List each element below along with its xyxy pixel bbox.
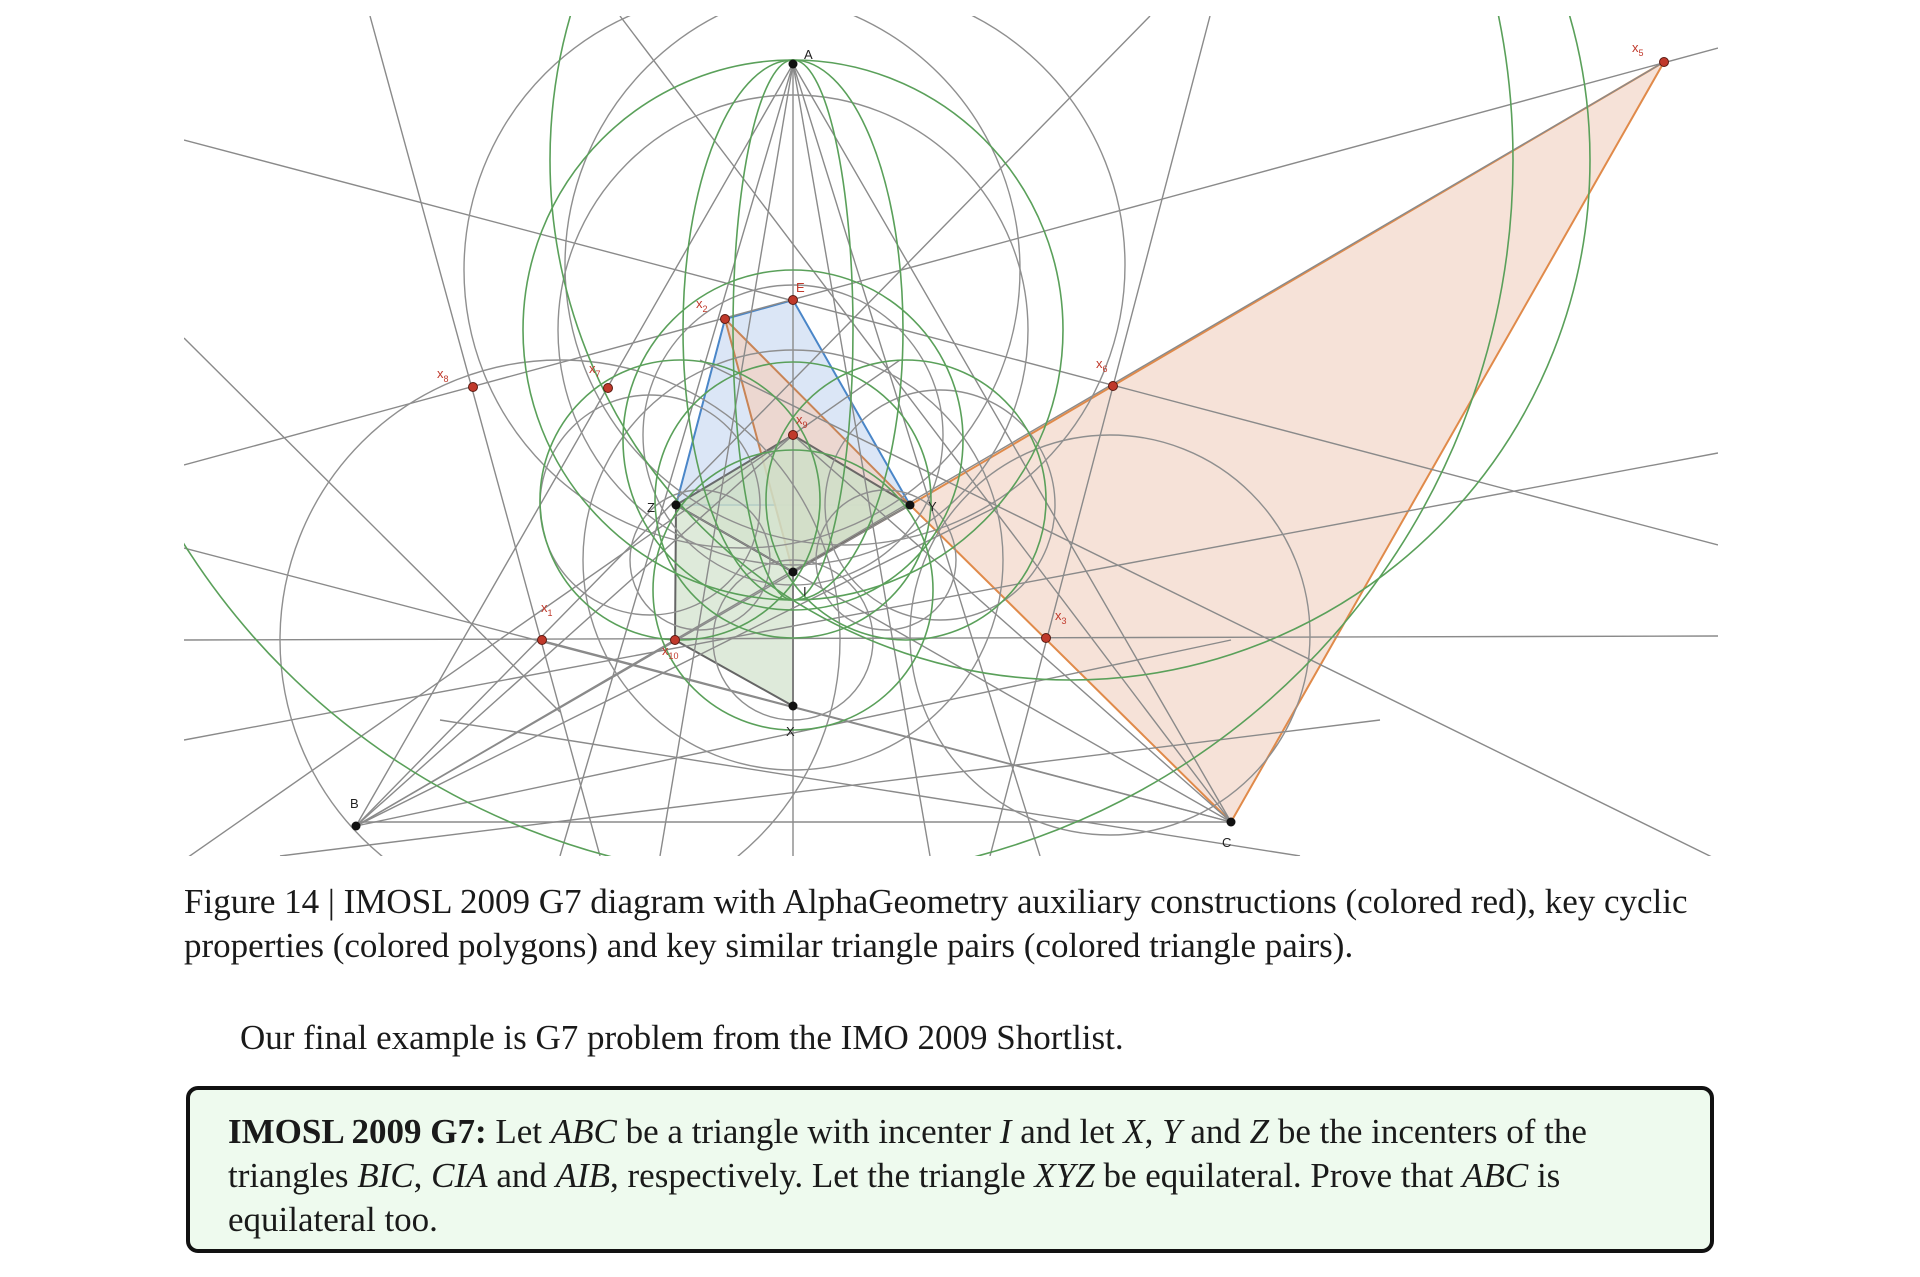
intro-paragraph: Our final example is G7 problem from the… [240,1018,1124,1057]
problem-text: , [1144,1112,1163,1151]
problem-text: be equilateral. Prove that [1094,1156,1463,1195]
math-BIC: BIC [357,1156,414,1195]
gray-circles [279,16,1311,856]
label-E: E [796,280,805,295]
math-ABC: ABC [1462,1156,1529,1195]
point-E [788,295,798,305]
point-C [1226,817,1236,827]
math-AIB: AIB [555,1156,611,1195]
label-B: B [350,796,359,811]
label-x9: x9 [796,412,808,430]
problem-text: and [1181,1112,1250,1151]
label-A: A [804,47,813,62]
problem-text: , [413,1156,432,1195]
math-XYZ: XYZ [1034,1156,1095,1195]
problem-text: is equilateral too. [228,1156,1561,1239]
label-x5: x5 [1632,40,1644,58]
problem-statement-box: IMOSL 2009 G7: Let ABC be a triangle wit… [186,1086,1714,1253]
point-x5 [1659,57,1669,67]
label-x8: x8 [437,366,449,384]
point-X [788,701,798,711]
problem-text: Let [486,1112,551,1151]
label-I: I [803,584,807,599]
problem-text: be a triangle with incenter [616,1112,1000,1151]
label-x7: x7 [589,361,601,379]
label-x6: x6 [1096,356,1108,374]
figure-caption: Figure 14 | IMOSL 2009 G7 diagram with A… [184,882,1688,965]
point-x6 [1108,381,1118,391]
point-A [788,59,798,69]
problem-heading: IMOSL 2009 G7: [228,1112,487,1151]
problem-text: and [487,1156,556,1195]
math-Y: Y [1162,1112,1182,1151]
point-x8 [468,382,478,392]
main-points [351,59,1236,831]
point-Y [905,500,915,510]
label-Y: Y [928,499,937,514]
point-B [351,821,361,831]
label-X: X [786,724,795,739]
problem-text: and let [1011,1112,1124,1151]
math-I: I [999,1112,1012,1151]
aux-points [468,57,1669,645]
math-X: X [1123,1112,1145,1151]
label-C: C [1222,835,1231,850]
label-x1: x1 [541,600,553,618]
math-ABC: ABC [550,1112,617,1151]
label-x3: x3 [1055,608,1067,626]
point-Z [671,500,681,510]
math-Z: Z [1249,1112,1270,1151]
point-x2 [720,314,730,324]
point-x9 [788,430,798,440]
point-x10 [670,635,680,645]
geometry-figure: A B C E I X Y Z x2 x7 x8 x6 x5 x9 x1 x10… [184,16,1718,856]
construction-lines [184,16,1718,856]
point-x3 [1041,633,1051,643]
label-Z: Z [647,500,655,515]
point-x7 [603,383,613,393]
geometry-diagram: A B C E I X Y Z x2 x7 x8 x6 x5 x9 x1 x10… [184,16,1718,856]
point-I [788,567,798,577]
problem-text: be the incenters of the triangles [228,1112,1587,1195]
orange-triangle-large [908,59,1667,824]
label-x10: x10 [662,643,679,661]
problem-text: , respectively. Let the triangle [610,1156,1035,1195]
label-x2: x2 [696,296,708,314]
math-CIA: CIA [431,1156,488,1195]
point-x1 [537,635,547,645]
